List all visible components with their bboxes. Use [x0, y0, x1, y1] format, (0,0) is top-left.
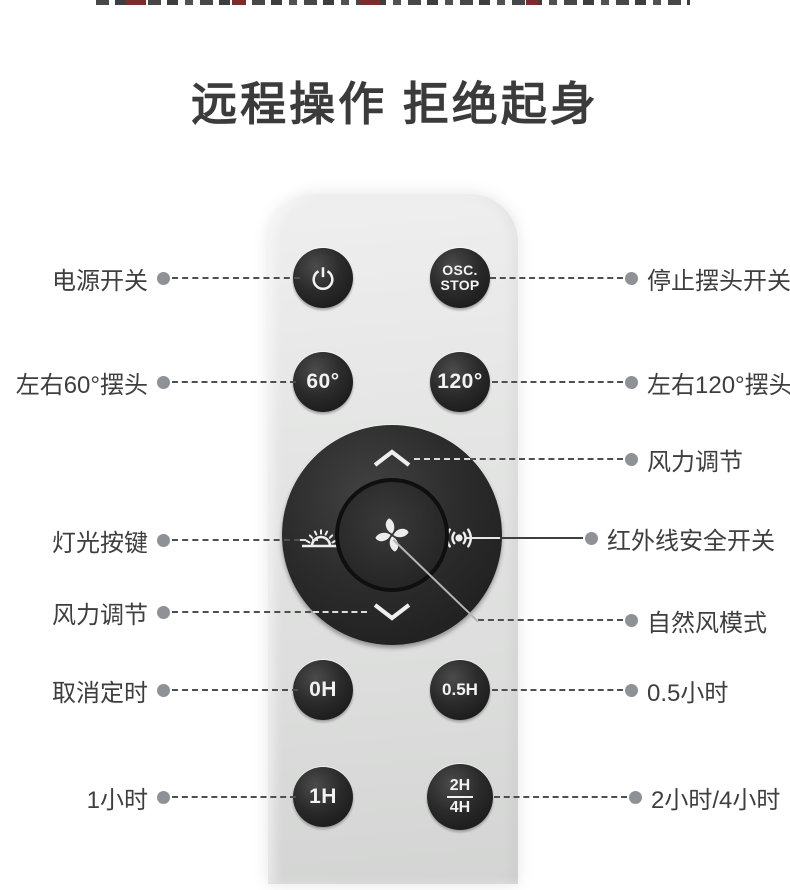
timer-1h-button[interactable]: 1H [293, 767, 353, 827]
callout-line-light [414, 458, 470, 460]
wind-up-button[interactable] [372, 447, 412, 469]
chevron-up-icon [373, 449, 411, 467]
callout-line [172, 611, 311, 613]
callout-osc-stop: 停止摆头开关 [490, 261, 790, 295]
swing-60-button[interactable]: 60° [293, 352, 353, 412]
callout-line [172, 796, 296, 798]
callout-line-light [300, 539, 318, 541]
power-button[interactable] [293, 248, 353, 308]
callout-line [494, 796, 627, 798]
callout-line [172, 381, 296, 383]
osc-stop-button[interactable]: OSC. STOP [430, 248, 490, 308]
callout-wind-up: 风力调节 [470, 442, 743, 476]
power-icon [312, 267, 334, 291]
timer-05h-label: 0.5H [442, 680, 478, 699]
callout-swing120: 左右120°摆头 [492, 365, 790, 399]
remote-control-body: OSC. STOP 60° 120° [268, 194, 518, 884]
fan-icon [375, 518, 409, 552]
chevron-down-icon [373, 603, 411, 621]
callout-label: 电源开关 [52, 267, 148, 295]
callout-light: 灯光按键 [0, 523, 300, 557]
callout-label: 停止摆头开关 [647, 267, 790, 295]
callout-dot [625, 271, 638, 285]
callout-power: 电源开关 [0, 261, 300, 295]
callout-dot [157, 271, 170, 285]
callout-line-light [466, 537, 500, 539]
swing-120-button[interactable]: 120° [430, 352, 490, 412]
callout-2h4h: 2小时/4小时 [494, 780, 780, 814]
callout-dot [157, 533, 170, 547]
callout-label: 左右120°摆头 [647, 371, 790, 399]
timer-1h-label: 1H [309, 785, 337, 808]
callout-label: 左右60°摆头 [15, 371, 148, 399]
wind-down-button[interactable] [372, 601, 412, 623]
callout-line [500, 537, 583, 539]
callout-label: 风力调节 [52, 601, 148, 629]
callout-infrared: 红外线安全开关 [500, 521, 775, 555]
light-button[interactable] [298, 522, 344, 552]
callout-label: 2小时/4小时 [651, 786, 781, 814]
swing-120-label: 120° [437, 370, 483, 393]
callout-swing60: 左右60°摆头 [0, 365, 296, 399]
callout-dot [157, 683, 170, 697]
callout-dot [625, 683, 638, 697]
callout-label: 自然风模式 [647, 609, 767, 637]
natural-wind-button[interactable] [335, 478, 449, 592]
callout-line [172, 689, 298, 691]
light-icon [302, 529, 340, 548]
callout-natural-wind: 自然风模式 [478, 603, 767, 637]
page-title: 远程操作 拒绝起身 [191, 78, 599, 130]
callout-cancel-timer: 取消定时 [0, 673, 298, 707]
timer-05h-button[interactable]: 0.5H [430, 660, 490, 720]
callout-label: 风力调节 [647, 448, 743, 476]
swing-60-label: 60° [306, 370, 340, 393]
callout-dot [157, 375, 170, 389]
timer-2h-label: 2H [446, 777, 474, 799]
callout-line-light [313, 611, 367, 613]
callout-1hour: 1小时 [0, 780, 296, 814]
callout-line [492, 381, 623, 383]
timer-0h-button[interactable]: 0H [293, 660, 353, 720]
cropped-text-strip [96, 0, 690, 5]
callout-line [172, 539, 300, 541]
callout-wind-left: 风力调节 [0, 595, 311, 629]
callout-label: 灯光按键 [52, 529, 148, 557]
callout-dot [625, 375, 638, 389]
callout-label: 1小时 [86, 786, 148, 814]
callout-label: 红外线安全开关 [607, 527, 775, 555]
callout-label: 取消定时 [52, 679, 148, 707]
timer-4h-label: 4H [449, 799, 471, 817]
osc-stop-label-line1: OSC. [442, 262, 478, 278]
osc-stop-label-line2: STOP [440, 277, 480, 293]
callout-label: 0.5小时 [647, 679, 729, 707]
timer-2h4h-button[interactable]: 2H 4H [427, 764, 493, 830]
callout-line [490, 277, 623, 279]
callout-line [478, 619, 623, 621]
callout-dot [585, 531, 598, 545]
callout-halfhour: 0.5小时 [492, 673, 728, 707]
callout-dot [629, 790, 642, 804]
timer-0h-label: 0H [309, 678, 337, 701]
callout-line [470, 458, 623, 460]
callout-line [492, 689, 623, 691]
callout-dot [625, 452, 638, 466]
callout-dot [157, 605, 170, 619]
callout-dot [157, 790, 170, 804]
callout-line [172, 277, 300, 279]
callout-dot [625, 613, 638, 627]
